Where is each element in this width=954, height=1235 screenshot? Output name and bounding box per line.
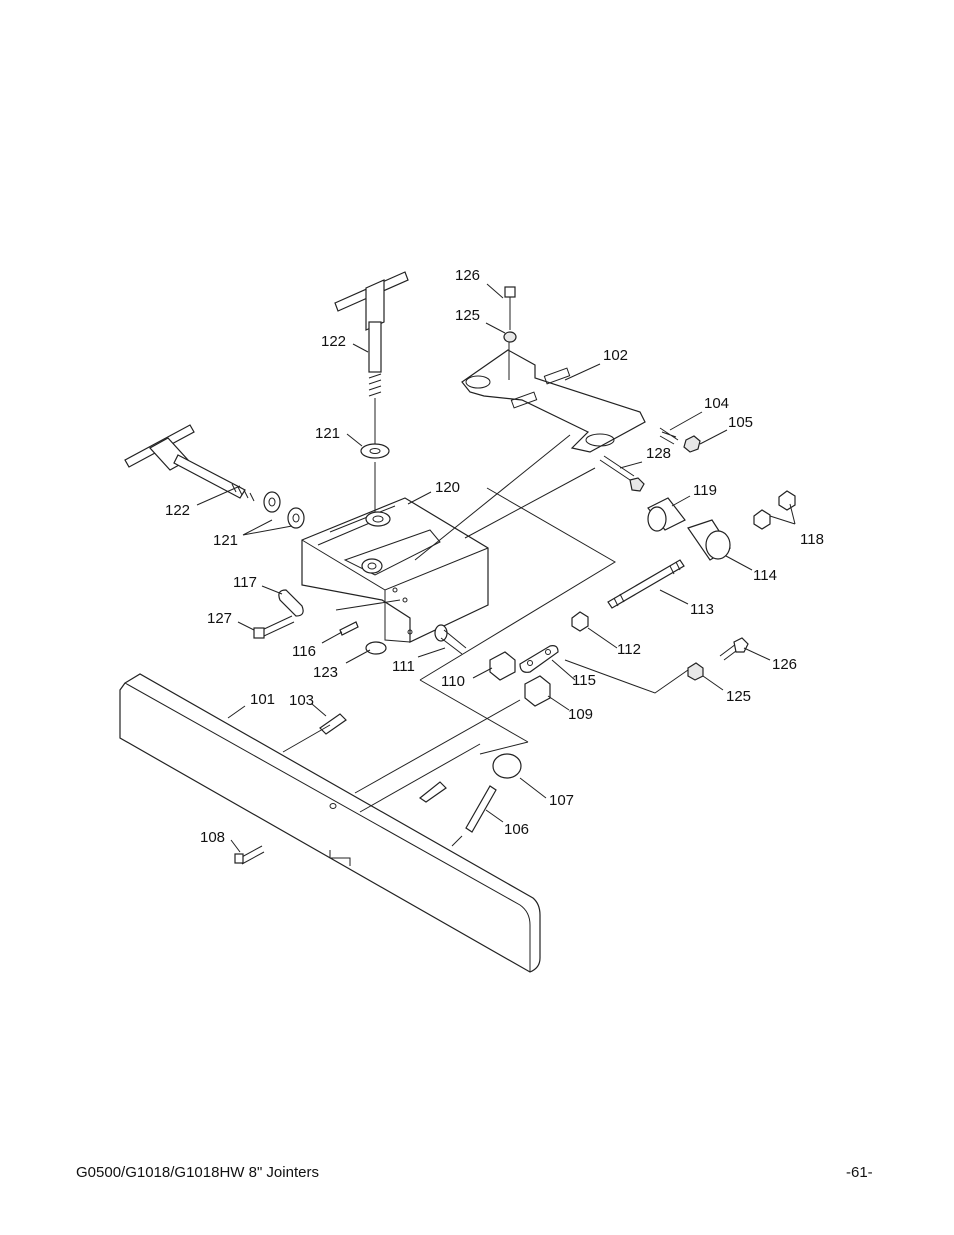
part-114-knob [687,519,731,561]
part-128-bolt [599,455,645,492]
callout-111: 111 [392,658,415,675]
part-108-screw [234,845,265,865]
callout-115: 115 [572,672,596,689]
callout-112: 112 [617,641,641,658]
callout-106: 106 [504,821,529,838]
footer-page-number: -61- [846,1164,873,1181]
part-119-bushing [647,497,686,532]
callout-125-right: 125 [726,688,751,705]
part-102-plate [461,340,646,453]
part-105-nut [683,435,701,453]
callout-107: 107 [549,792,574,809]
callout-117: 117 [233,574,257,591]
callout-109: 109 [568,706,593,723]
callout-114: 114 [753,567,777,584]
callout-116: 116 [292,643,316,660]
callout-102: 102 [603,347,628,364]
callout-125-top: 125 [455,307,480,324]
callout-113: 113 [690,601,714,618]
part-120-fence-bracket [301,497,489,643]
callout-110: 110 [441,673,465,690]
callout-108: 108 [200,829,225,846]
callout-101: 101 [250,691,275,708]
part-113-shaft [607,559,685,609]
callout-121-side: 121 [213,532,238,549]
callout-122-side: 122 [165,502,190,519]
part-125-nut-right [687,662,704,681]
callout-121-top: 121 [315,425,340,442]
part-109-block [524,675,551,707]
callout-105: 105 [728,414,753,431]
part-123-clip [365,641,387,655]
part-116-pin [339,621,359,636]
part-111-pivot-bolt [434,624,467,655]
part-104-spring [659,427,679,445]
assembly-guide-lines [282,434,689,813]
leader-lines [196,283,796,853]
part-122-lock-handle-side [124,424,255,502]
callout-labels: 126 125 102 104 105 128 119 118 114 113 … [165,267,824,846]
part-112-nut [571,611,589,632]
part-107-knob [492,753,522,779]
callout-120: 120 [435,479,460,496]
callout-128: 128 [646,445,671,462]
part-118-nuts [753,490,796,530]
callout-104: 104 [704,395,729,412]
callout-122-top: 122 [321,333,346,350]
part-101-fence [119,673,541,973]
callout-126-top: 126 [455,267,480,284]
callout-118: 118 [800,531,824,548]
part-126-cap-screw-top [504,286,516,330]
part-110-block [489,651,516,681]
callout-126-right: 126 [772,656,797,673]
part-106-rod [418,781,497,833]
callout-127: 127 [207,610,232,627]
callout-119: 119 [693,482,717,499]
part-126-bolt-right [719,637,749,661]
footer-model-title: G0500/G1018/G1018HW 8" Jointers [76,1164,319,1181]
part-122-lock-handle-upper [334,271,409,512]
callout-103: 103 [289,692,314,709]
part-103-set-screw [319,713,347,735]
part-115-link [519,645,559,673]
callout-123: 123 [313,664,338,681]
part-117-lever [278,589,304,617]
part-127-bolt [253,615,295,639]
part-125-washer-top [503,331,517,343]
part-121-washers [263,443,390,529]
